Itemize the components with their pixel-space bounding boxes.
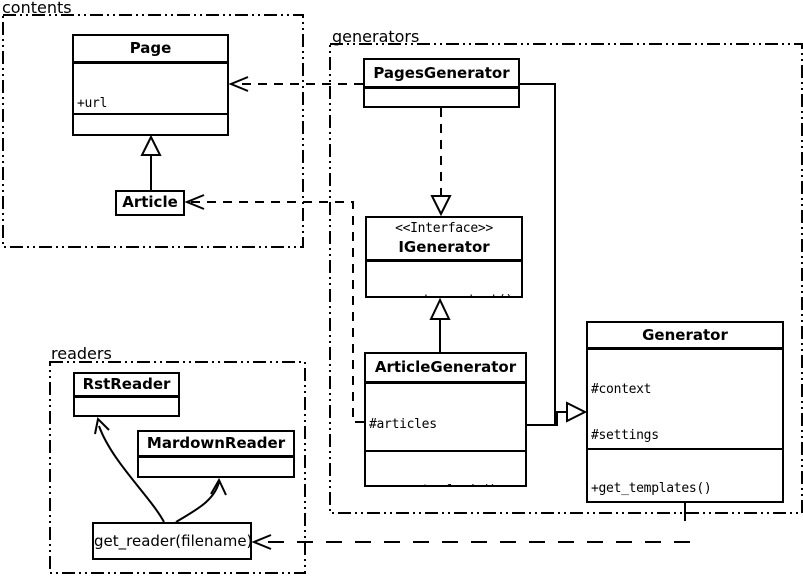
inheritance-generators-to-generator [520,83,588,426]
open-arrowhead-icon [251,534,272,550]
class-generator: Generator #context #settings #path #them… [586,321,784,503]
class-pagesgenerator-attributes: #pages [365,89,518,106]
class-articlegenerator-methods: +generate_feeds() +generate_pages() [366,450,525,485]
hollow-triangle-icon [140,134,162,156]
package-contents-label: contents [2,0,72,17]
class-rstreader-methods: +read() [75,398,178,415]
class-page-methods: +check_properties() [74,113,227,134]
class-pagesgenerator-title: PagesGenerator [365,60,518,89]
open-arrowhead-icon [184,194,205,210]
class-attribute: #articles [369,417,437,432]
class-generator-methods: +get_templates() +get_files(path,exclude… [588,448,782,501]
class-igenerator: <<Interface>> IGenerator +generate_conte… [365,216,523,298]
package-readers-border [49,361,306,574]
class-page-attributes: +url +slug +summary [74,64,227,113]
hollow-triangle-icon [566,401,588,423]
get-reader-box: get_reader(filename) [92,522,252,560]
class-mardownreader-title: MardownReader [139,432,293,458]
class-igenerator-stereotype: <<Interface>> [395,221,493,236]
class-attribute: #context [591,382,652,397]
arrow-getreader-to-mardownreader [175,477,227,523]
class-rstreader: RstReader +read() [73,372,180,417]
realization-articlegenerator-to-igenerator [429,297,451,352]
class-mardownreader-methods: +read() [139,458,293,476]
class-method: +generate_context() [370,293,520,296]
class-igenerator-title: <<Interface>> IGenerator [367,218,521,262]
class-articlegenerator-attributes: #articles #dates #tags #categories [366,384,525,450]
dependency-generator-to-getreader [251,503,690,550]
inheritance-article-to-page [140,134,162,190]
dependency-pagesgenerator-to-page [228,76,363,92]
class-attribute: #settings [591,428,659,443]
class-igenerator-name: IGenerator [398,238,490,256]
class-method: +generate_feeds() [369,483,524,485]
class-rstreader-title: RstReader [75,374,178,398]
realization-pagesgenerator-to-igenerator [430,108,452,217]
class-page-title: Page [74,36,227,64]
class-article-title: Article [122,193,178,211]
class-articlegenerator-title: ArticleGenerator [366,354,525,384]
class-page: Page +url +slug +summary +check_properti… [72,34,229,136]
class-generator-attributes: #context #settings #path #theme #output_… [588,350,782,448]
open-arrowhead-icon [94,416,110,435]
class-article: Article [115,190,185,216]
package-generators-border [329,43,803,514]
open-arrowhead-icon [228,76,249,92]
class-igenerator-methods: +generate_context() +generate_output() [367,262,521,296]
hollow-triangle-icon [430,195,452,217]
dependency-articlegenerator-to-article [184,194,364,423]
package-generators-label: generators [332,27,420,46]
class-attribute: +url [77,96,108,111]
class-method: +get_templates() [591,481,712,496]
package-readers-label: readers [51,344,112,363]
hollow-triangle-icon [429,297,451,320]
class-pagesgenerator: PagesGenerator #pages [363,58,520,108]
open-arrowhead-icon [210,477,227,496]
class-mardownreader: MardownReader +read() [137,430,295,478]
arrow-getreader-to-rstreader [94,416,165,523]
package-contents-border [2,14,304,248]
class-generator-title: Generator [588,323,782,350]
class-articlegenerator: ArticleGenerator #articles #dates #tags … [364,352,527,487]
